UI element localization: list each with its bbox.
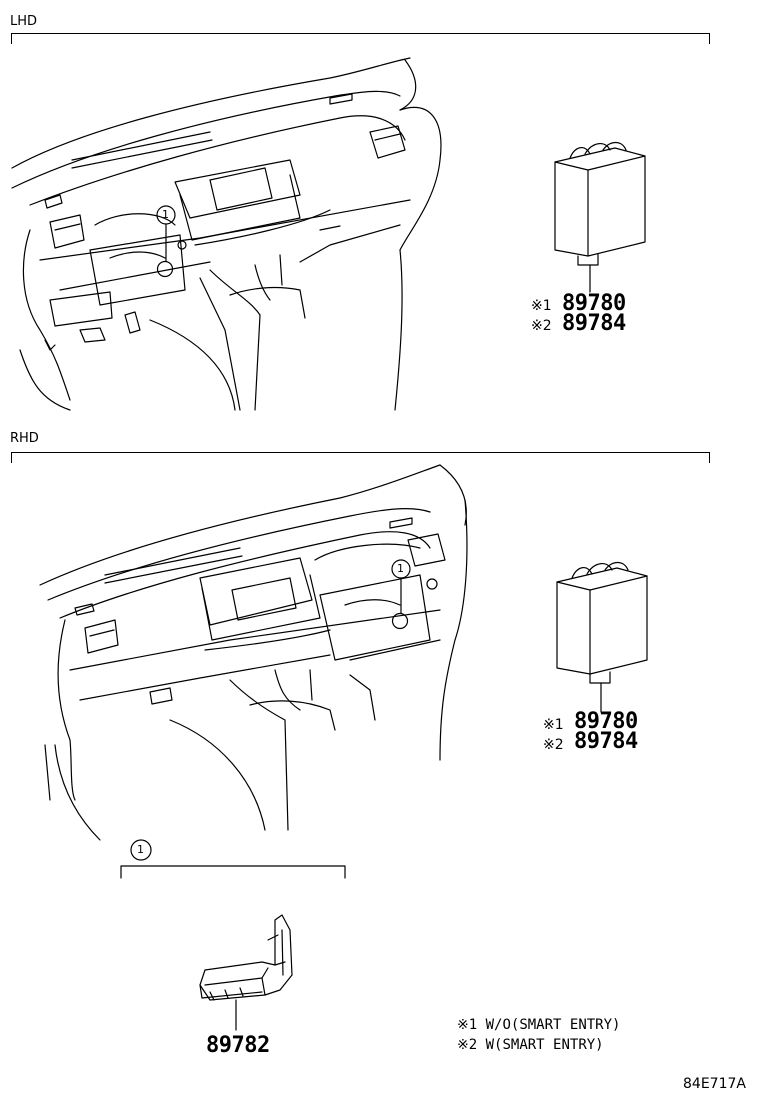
section-label-lhd: LHD: [10, 14, 38, 29]
detail-bracket: [120, 839, 346, 879]
legend-mark-1: ※1: [457, 1017, 478, 1033]
legend-text-1: W/O(SMART ENTRY): [485, 1017, 621, 1033]
legend-mark-2: ※2: [457, 1037, 478, 1053]
legend-item-1: ※1 W/O(SMART ENTRY): [457, 1017, 620, 1033]
illustration-reference-code: 84E717A: [683, 1076, 746, 1092]
lhd-part-number-1: 89780: [562, 291, 626, 316]
rhd-part-mark-2: ※2: [543, 737, 564, 753]
detail-part-number: 89782: [206, 1033, 270, 1058]
section-label-rhd: RHD: [10, 431, 39, 446]
antenna-bracket-drawing: [199, 914, 293, 1031]
rhd-part-number-2: 89784: [574, 729, 638, 754]
section-bracket-lhd: [11, 33, 710, 44]
lhd-part-mark-1: ※1: [531, 298, 552, 314]
legend-item-2: ※2 W(SMART ENTRY): [457, 1037, 604, 1053]
rhd-part-number-1: 89780: [574, 709, 638, 734]
lhd-part-number-2: 89784: [562, 311, 626, 336]
rhd-callout-number: 1: [397, 562, 404, 575]
lhd-receiver-module-drawing: [554, 141, 646, 293]
rhd-receiver-module-drawing: [556, 561, 648, 713]
section-bracket-rhd: [11, 452, 710, 463]
rhd-part-mark-1: ※1: [543, 717, 564, 733]
lhd-part-mark-2: ※2: [531, 318, 552, 334]
legend-text-2: W(SMART ENTRY): [485, 1037, 604, 1053]
rhd-dashboard-drawing: [39, 464, 468, 841]
lhd-callout-number: 1: [162, 208, 169, 221]
lhd-dashboard-drawing: [11, 57, 442, 411]
detail-callout-number: 1: [137, 843, 144, 856]
